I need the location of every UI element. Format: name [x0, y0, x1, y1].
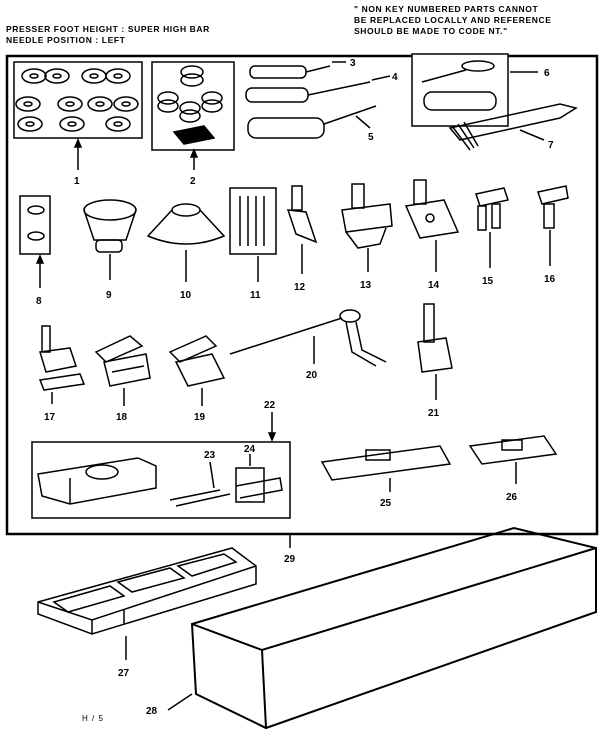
presser-foot-14 — [404, 179, 460, 239]
callout-5: 5 — [368, 132, 374, 143]
non-key-note-line1: " NON KEY NUMBERED PARTS CANNOT — [354, 4, 539, 14]
bobbin-box — [13, 61, 143, 139]
bobbin-set-2 — [157, 65, 223, 145]
callout-24: 24 — [244, 444, 256, 455]
attachment-18 — [94, 335, 151, 387]
seam-ripper-box — [411, 53, 509, 127]
callout-12: 12 — [294, 282, 306, 293]
callout-21: 21 — [428, 408, 440, 419]
non-key-note-line3: SHOULD BE MADE TO CODE NT." — [354, 26, 508, 36]
callout-3: 3 — [350, 58, 356, 69]
cam-pins-23 — [169, 489, 231, 507]
header-left: PRESSER FOOT HEIGHT : SUPER HIGH BAR NEE… — [6, 24, 210, 46]
spool-cap-b — [27, 231, 45, 241]
accessory-tray-27 — [37, 547, 257, 635]
presser-foot-15 — [475, 187, 509, 231]
callout-25: 25 — [380, 498, 392, 509]
callout-15: 15 — [482, 276, 494, 287]
callout-23: 23 — [204, 450, 216, 461]
callout-6: 6 — [544, 68, 550, 79]
callout-8: 8 — [36, 296, 42, 307]
attachment-17 — [38, 325, 86, 391]
callout-2: 2 — [190, 176, 196, 187]
buttonhole-kit-box — [31, 441, 291, 519]
callout-18: 18 — [116, 412, 128, 423]
callout-7: 7 — [548, 140, 554, 151]
needle-pack — [229, 187, 277, 255]
callout-19: 19 — [194, 412, 206, 423]
spool-holder-large — [146, 203, 226, 245]
bobbin-pack-box — [151, 61, 235, 151]
screwdriver-small — [249, 65, 331, 79]
cover-plate-26 — [468, 435, 558, 465]
presser-foot-21 — [417, 303, 453, 373]
buttonhole-template-24 — [235, 467, 283, 503]
callout-11: 11 — [250, 290, 261, 301]
needle-position-note: NEEDLE POSITION : LEFT — [6, 35, 126, 45]
callout-28: 28 — [146, 706, 158, 717]
callout-17: 17 — [44, 412, 56, 423]
case-cover-28 — [190, 526, 597, 730]
callout-20: 20 — [306, 370, 318, 381]
header-right: " NON KEY NUMBERED PARTS CANNOT BE REPLA… — [354, 4, 552, 37]
callout-26: 26 — [506, 492, 518, 503]
seam-guide-20 — [229, 309, 387, 367]
presser-foot-12 — [286, 185, 318, 244]
buttonholer-case — [37, 457, 157, 505]
parts-frame — [5, 54, 599, 536]
attachment-19 — [168, 335, 226, 387]
callout-9: 9 — [106, 290, 112, 301]
callout-4: 4 — [392, 72, 398, 83]
bobbin-set-1 — [15, 68, 139, 132]
callout-10: 10 — [180, 290, 192, 301]
callout-1: 1 — [74, 176, 80, 187]
presser-foot-16 — [537, 185, 569, 229]
callout-13: 13 — [360, 280, 372, 291]
throat-plate-25 — [320, 445, 452, 481]
spool-holder-small — [83, 199, 137, 253]
spool-cap-a — [27, 205, 45, 215]
seam-ripper — [421, 60, 497, 111]
callout-16: 16 — [544, 274, 556, 285]
presser-foot-height-note: PRESSER FOOT HEIGHT : SUPER HIGH BAR — [6, 24, 210, 34]
screwdriver-medium — [245, 81, 371, 103]
callout-29: 29 — [284, 554, 296, 565]
callout-14: 14 — [428, 280, 440, 291]
screwdriver-large — [247, 105, 377, 139]
callout-22: 22 — [264, 400, 276, 411]
drawing-code: H / 5 — [82, 714, 104, 723]
non-key-note-line2: BE REPLACED LOCALLY AND REFERENCE — [354, 15, 552, 25]
spool-cap-card — [19, 195, 51, 255]
callout-27: 27 — [118, 668, 130, 679]
presser-foot-13 — [341, 183, 393, 249]
lint-brush — [448, 103, 578, 151]
